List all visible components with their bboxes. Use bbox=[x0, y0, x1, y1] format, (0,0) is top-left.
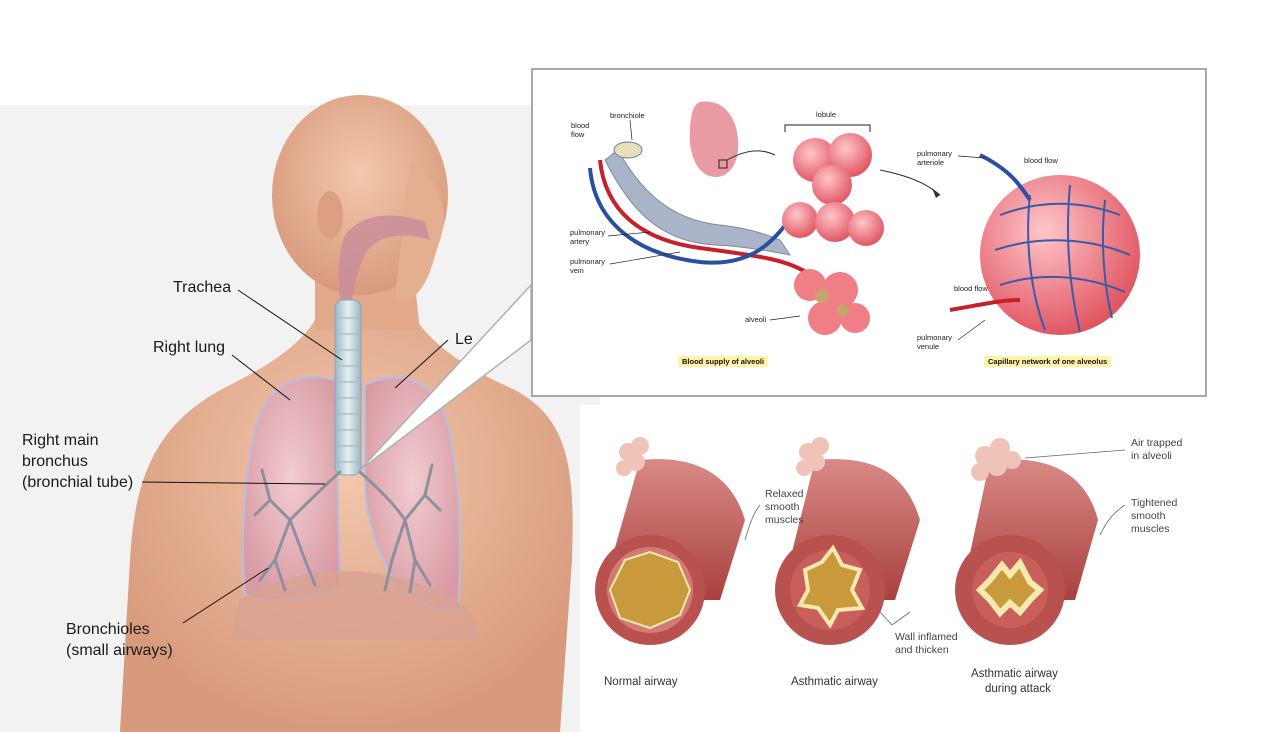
label-air-trapped-2: in alveoli bbox=[1131, 450, 1172, 463]
caption-attack-line1: Asthmatic airway bbox=[971, 667, 1058, 681]
label-air-trapped-1: Air trapped bbox=[1131, 437, 1182, 450]
label-relaxed-2: smooth bbox=[765, 501, 799, 514]
label-relaxed-1: Relaxed bbox=[765, 488, 804, 501]
label-wall-inflamed-1: Wall inflamed bbox=[895, 631, 958, 644]
normal-airway bbox=[595, 437, 745, 645]
label-wall-inflamed-2: and thicken bbox=[895, 644, 949, 657]
label-relaxed-3: muscles bbox=[765, 514, 804, 527]
label-tightened-3: muscles bbox=[1131, 523, 1170, 536]
label-tightened-2: smooth bbox=[1131, 510, 1165, 523]
asthmatic-airway bbox=[775, 437, 920, 645]
asthmatic-airway-attack bbox=[955, 438, 1098, 645]
caption-attack-line2: during attack bbox=[985, 682, 1051, 696]
caption-asthmatic-airway: Asthmatic airway bbox=[791, 675, 878, 689]
label-tightened-1: Tightened bbox=[1131, 497, 1177, 510]
caption-normal-airway: Normal airway bbox=[604, 675, 678, 689]
